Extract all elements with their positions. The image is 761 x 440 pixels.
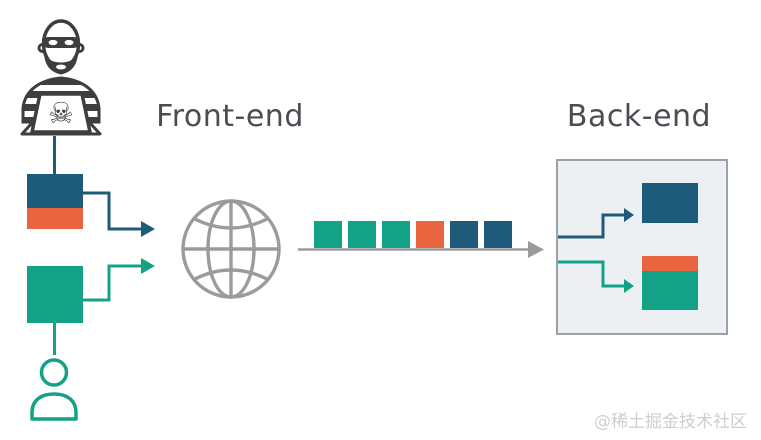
backend-orange-segment: [642, 256, 698, 271]
watermark: @稀土掘金技术社区: [594, 412, 747, 432]
user-request-green-segment: [27, 266, 83, 323]
packet-green: [348, 221, 376, 248]
attacker-request-block: [27, 174, 83, 229]
packet-green: [382, 221, 410, 248]
beard: [44, 54, 78, 75]
attacker-request-blue-segment: [27, 174, 83, 208]
globe-icon: [181, 199, 281, 299]
hacker-icon: ☠: [20, 19, 102, 136]
front-end-label: Front-end: [156, 99, 304, 134]
attacker-request-orange-segment: [27, 208, 83, 229]
backend-panel: [556, 159, 728, 335]
user-icon: [30, 358, 78, 421]
backend-request-block-1: [642, 183, 698, 223]
mask: [43, 37, 79, 48]
hacker-request-connector: [53, 136, 56, 174]
back-end-label: Back-end: [566, 99, 712, 134]
transmission-arrow: [298, 241, 544, 258]
laptop-screen: [30, 92, 92, 134]
attacker-request-arrow: [83, 191, 155, 237]
backend-green-segment: [642, 271, 698, 310]
user-request-arrow: [83, 258, 155, 302]
backend-request-block-2: [642, 256, 698, 310]
backend-blue-arrow: [558, 208, 634, 239]
packet-orange: [416, 221, 444, 248]
user-request-connector: [53, 323, 56, 355]
packet-row: [298, 221, 512, 248]
user-request-block: [27, 266, 83, 323]
packet-blue: [484, 221, 512, 248]
skull-crossbones-icon: ☠: [48, 96, 74, 130]
backend-green-arrow: [558, 260, 634, 293]
backend-blue-segment: [642, 183, 698, 223]
packet-green: [314, 221, 342, 248]
packet-blue: [450, 221, 478, 248]
